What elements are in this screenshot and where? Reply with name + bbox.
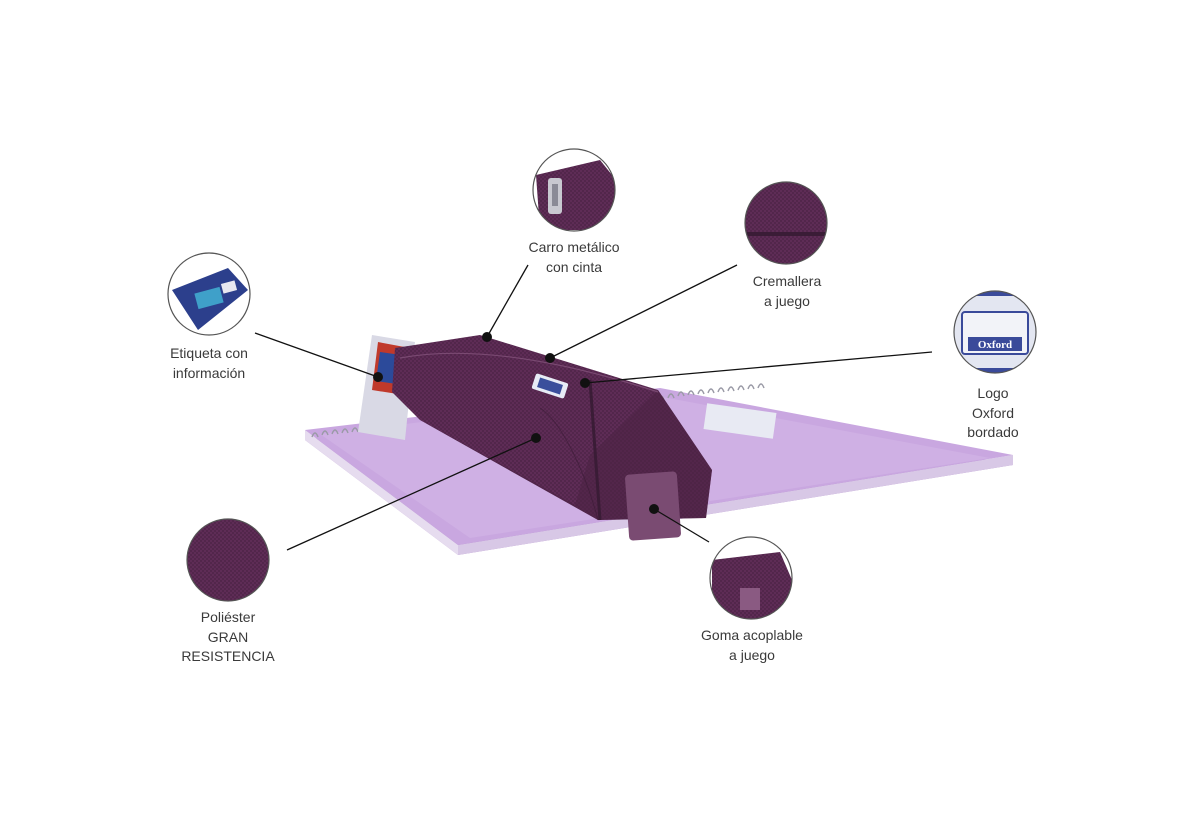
callout-label-logo: Logo Oxford bordado	[933, 384, 1053, 443]
label-line: Poliéster	[200, 609, 256, 625]
label-line: RESISTENCIA	[181, 648, 275, 664]
logo-detail-image: Oxford	[953, 290, 1037, 374]
label-line: Oxford	[971, 404, 1014, 421]
callout-label-poliester: Poliéster GRAN RESISTENCIA	[168, 608, 288, 667]
leader-dots	[373, 332, 659, 514]
callout-label-carro: Carro metálico con cinta	[514, 238, 634, 277]
zipper-detail-image	[744, 181, 828, 265]
label-line: a juego	[729, 646, 775, 663]
label-line: a juego	[764, 292, 810, 309]
elastic-detail-image	[709, 536, 793, 620]
oxford-logo-text: Oxford	[978, 339, 1012, 351]
zipper-line	[588, 379, 602, 521]
callout-label-etiqueta: Etiqueta con información	[149, 344, 269, 383]
label-line: con cinta	[545, 258, 603, 275]
leader-lines	[254, 264, 933, 551]
pencil-case	[392, 335, 712, 541]
callout-label-goma: Goma acoplable a juego	[682, 626, 822, 665]
label-line: Logo	[977, 385, 1009, 401]
label-line: Cremallera	[752, 273, 822, 289]
zipper-pull-detail-image	[532, 148, 616, 232]
label-line: GRAN	[207, 628, 249, 645]
label-line: Etiqueta con	[170, 345, 248, 361]
tag-detail-image	[167, 252, 251, 336]
label-line: bordado	[967, 424, 1019, 440]
label-line: Carro metálico	[528, 239, 620, 255]
label-line: Goma acoplable	[701, 627, 803, 643]
notebook-label	[703, 403, 777, 439]
label-line: información	[172, 364, 246, 381]
fabric-detail-image	[186, 518, 270, 602]
callout-label-cremallera: Cremallera a juego	[727, 272, 847, 311]
